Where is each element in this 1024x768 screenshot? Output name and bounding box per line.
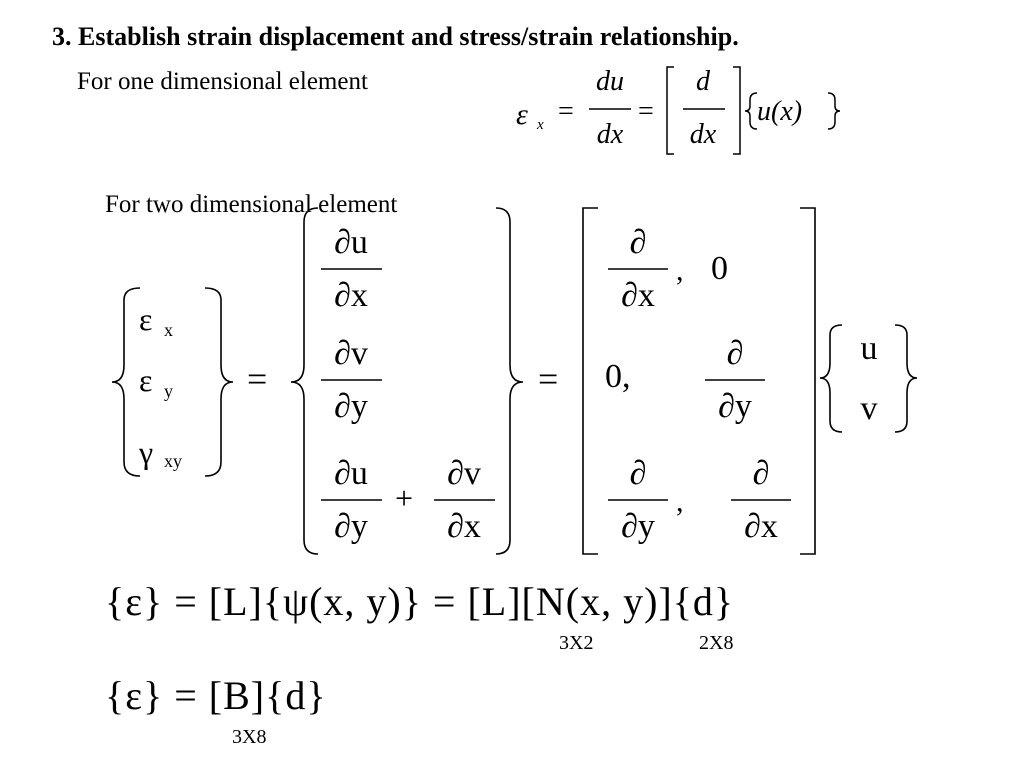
eq1-equals-1: = [558, 96, 574, 127]
eq2-m32-num: ∂ [752, 455, 770, 492]
eq2-matrix-left-bracket [582, 207, 598, 555]
eq2-dv-2: ∂v [447, 455, 481, 492]
one-dim-label: For one dimensional element [77, 68, 368, 95]
eq4-B: B [223, 673, 251, 718]
eq1-right-bracket [733, 66, 741, 155]
eq2-uv-left-brace [819, 324, 843, 433]
eq2-equals-1: = [247, 359, 268, 399]
eq1-epsilon: ε [516, 98, 528, 131]
eq2-sub-y: y [164, 381, 173, 401]
eq2-uv-right-brace [894, 324, 918, 433]
eq4-brace-close-2: } [306, 673, 327, 718]
eq3-sub-N: 2X8 [699, 632, 734, 654]
eq2-derivs-left-brace [290, 207, 319, 555]
eq3-expression: {ε} = [L]{ψ(x, y)} = [L][N(x, y)]{d} [105, 579, 735, 624]
eq1-left-bracket [666, 66, 674, 155]
eq2-sub-xy: xy [164, 451, 182, 471]
eq2-m22-num: ∂ [726, 335, 744, 372]
eq2-v: v [860, 390, 878, 427]
eq4-bracket-open: [ [208, 673, 224, 718]
eq4-bracket-close: ] [250, 673, 266, 718]
eq2-strain-right-brace [204, 287, 234, 477]
eq2-m22-den: ∂y [718, 388, 752, 425]
eq4-brace-close: } [143, 673, 164, 718]
eq2-du-1: ∂u [334, 224, 368, 261]
eq1-dx-1: dx [596, 119, 624, 150]
eq4-brace-open: { [105, 673, 126, 718]
eq2-matrix-right-bracket [800, 207, 816, 555]
eq2-derivs-right-brace [495, 207, 524, 555]
eq2-gamma: γ [139, 434, 154, 470]
eq1-u-of-x: u(x) [757, 96, 803, 127]
eq2-eps-x: ε [139, 301, 153, 337]
eq2-dv-1: ∂v [334, 335, 368, 372]
eq1-left-brace [744, 92, 758, 130]
eq2-du-2: ∂u [334, 455, 368, 492]
eq1-right-brace [827, 92, 841, 130]
eq2-eps-y: ε [139, 362, 153, 398]
eq4-brace-open-2: { [265, 673, 286, 718]
eq2-dx-1: ∂x [334, 277, 368, 314]
eq2-m11-comma: , [676, 254, 684, 287]
eq2-dx-2: ∂x [447, 508, 481, 545]
two-dim-label: For two dimensional element [105, 191, 398, 218]
eq2-equals-2: = [538, 359, 559, 399]
eq2-m31-comma: , [676, 485, 684, 518]
eq2-strain-left-brace [111, 287, 141, 477]
eq2-m31-num: ∂ [629, 455, 647, 492]
eq2-m21-zero: 0, [605, 358, 631, 395]
eq2-m31-den: ∂y [621, 508, 655, 545]
eq2-m11-num: ∂ [629, 224, 647, 261]
eq2-sub-x: x [164, 320, 173, 340]
slide-title: 3. Establish strain displacement and str… [52, 22, 739, 51]
eq2-u: u [860, 330, 878, 367]
eq4-eps: ε [125, 673, 143, 718]
eq2-plus: + [395, 480, 414, 516]
eq4-sub-B: 3X8 [232, 726, 267, 748]
eq2-dy-1: ∂y [334, 388, 368, 425]
eq1-equals-2: = [638, 96, 654, 127]
eq4-d: d [285, 673, 307, 718]
eq2-m11-den: ∂x [621, 277, 655, 314]
eq1-d: d [696, 66, 710, 97]
eq4-equals: = [163, 673, 209, 718]
eq2-dy-2: ∂y [334, 508, 368, 545]
eq1-sub-x: x [537, 117, 544, 133]
eq2-m12-zero: 0 [711, 250, 728, 287]
eq1-du: du [596, 66, 624, 97]
eq3-sub-L: 3X2 [559, 632, 594, 654]
eq4-expression: {ε} = [B]{d} [105, 672, 327, 719]
eq2-m32-den: ∂x [744, 508, 778, 545]
eq1-dx-2: dx [689, 119, 717, 150]
